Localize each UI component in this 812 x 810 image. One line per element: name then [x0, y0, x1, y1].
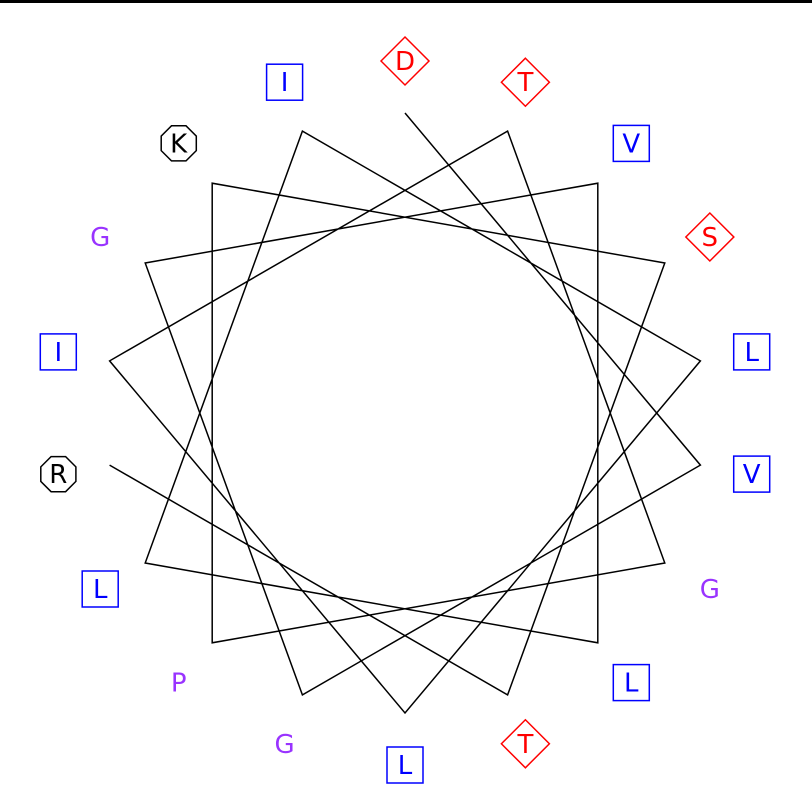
residue-letter: I [281, 68, 289, 98]
residue-letter: V [622, 129, 640, 159]
residue-letter: G [90, 223, 110, 253]
residue-letter: V [743, 460, 761, 490]
residue-s-16: S [684, 211, 735, 263]
diamond-marker [500, 718, 551, 769]
square-marker [612, 124, 651, 163]
residue-l-6: L [612, 663, 651, 702]
residue-g-13: G [700, 575, 720, 605]
square-marker [265, 63, 304, 101]
residue-letter: D [395, 47, 415, 77]
residue-letter: T [516, 730, 533, 760]
residue-t-17: T [500, 718, 551, 769]
residue-l-9: L [732, 333, 771, 371]
residue-letter: L [398, 751, 413, 781]
residue-g-4: G [90, 223, 110, 253]
diamond-marker [379, 35, 431, 87]
residue-letter: G [700, 575, 720, 605]
residue-letter: R [49, 460, 67, 490]
square-marker [386, 746, 424, 784]
residue-g-3: G [275, 730, 295, 760]
residue-v-5: V [612, 124, 651, 163]
residue-letter: K [170, 129, 188, 159]
residue-letter: L [93, 575, 108, 605]
square-marker [81, 570, 119, 608]
residue-d-1: D [379, 35, 431, 87]
residue-p-14: P [171, 669, 187, 699]
residue-k-15: K [160, 125, 198, 162]
residue-r-18: R [40, 455, 77, 493]
diamond-marker [500, 57, 551, 108]
diamond-marker [684, 211, 735, 263]
residue-letter: L [744, 338, 759, 368]
residue-letter: S [702, 223, 719, 253]
square-marker [732, 455, 771, 493]
residue-connector-lines [108, 112, 702, 715]
square-marker [732, 333, 771, 371]
top-border-line [0, 0, 812, 3]
residue-letter: T [516, 68, 533, 98]
octagon-marker [40, 455, 77, 493]
residue-letter: L [624, 669, 639, 699]
octagon-marker [160, 125, 198, 162]
residue-v-2: V [732, 455, 771, 493]
residue-letter: G [275, 730, 295, 760]
residue-labels: D V G G V L L I L L I T G P K S T R [39, 35, 771, 784]
residue-l-7: L [81, 570, 119, 608]
residue-i-8: I [265, 63, 304, 101]
square-marker [612, 663, 651, 702]
residue-letter: I [54, 338, 62, 368]
residue-i-11: I [39, 333, 78, 371]
square-marker [39, 333, 78, 371]
residue-l-10: L [386, 746, 424, 784]
connector-path [108, 112, 702, 715]
residue-t-12: T [500, 57, 551, 108]
residue-letter: P [171, 669, 187, 699]
